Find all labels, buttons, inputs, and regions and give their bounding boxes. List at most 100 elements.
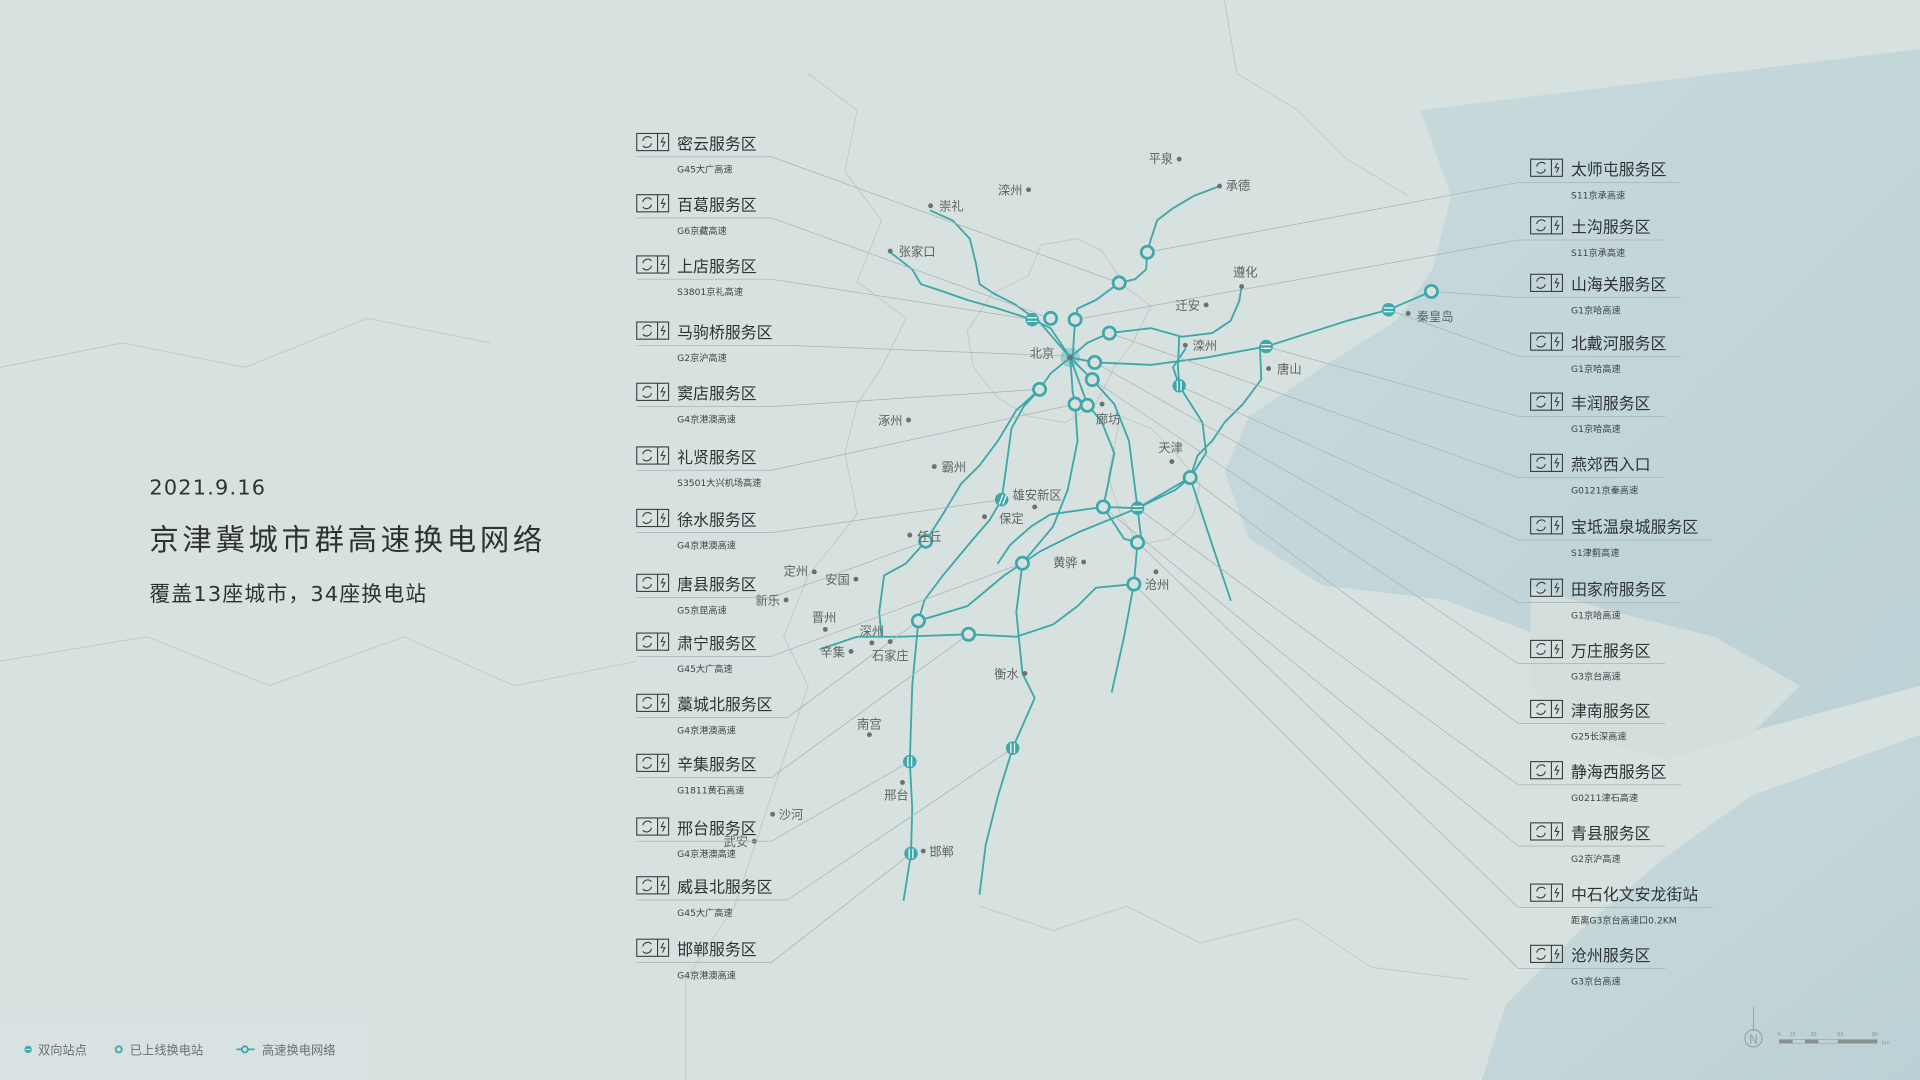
station-marker[interactable] [1084,372,1100,388]
leader-line [771,499,1002,534]
battery-swap-icon [1530,158,1563,177]
city-label: 北京 [1030,347,1054,361]
station-marker[interactable] [1014,555,1030,571]
city-label: 秦皇岛 [1417,309,1454,324]
city-label: 黄骅 [1053,556,1077,570]
city-label: 定州 [784,564,808,579]
station-marker[interactable] [1126,576,1142,592]
station-marker[interactable] [1067,396,1083,412]
battery-swap-icon [1530,392,1563,411]
legend-label: 高速换电网络 [262,1042,335,1057]
map-subtitle: 覆盖13座城市，34座换电站 [149,582,427,606]
city-dot [1239,284,1245,289]
station-road: S3801京礼高速 [677,286,743,298]
battery-swap-icon [1530,453,1563,472]
city-label: 雄安新区 [1013,488,1062,503]
two-way-station-marker[interactable] [903,303,1396,861]
leader-line [1189,477,1519,724]
province-borders [0,0,1470,1080]
station-marker[interactable] [1067,312,1083,328]
battery-swap-icon [1530,944,1563,963]
station-marker[interactable] [910,613,926,629]
station-road: G6京藏高速 [677,225,727,237]
station-name: 徐水服务区 [677,510,757,529]
city-dot [1081,559,1087,565]
map-title: 京津冀城市群高速换电网络 [149,523,546,557]
city-label: 武安 [724,834,748,849]
station-road: 距离G3京台高速口0.2KM [1571,914,1677,926]
station-road: G4京港澳高速 [677,848,736,860]
station-marker[interactable] [1111,275,1127,291]
station-row[interactable]: 邢台服务区 G4京港澳高速 [636,817,772,860]
leader-line [771,761,910,842]
station-marker[interactable] [1182,470,1198,486]
station-road: G0211津石高速 [1571,792,1638,804]
station-marker[interactable] [1139,244,1155,260]
station-marker[interactable] [1101,325,1117,341]
city-dot [982,514,987,520]
station-marker[interactable] [1032,381,1048,397]
city-dot [1405,311,1411,316]
station-name: 邢台服务区 [677,819,757,838]
scale-tick: 0 [1778,1032,1781,1038]
scale-tick: 90 [1872,1032,1878,1038]
station-name: 土沟服务区 [1571,218,1651,237]
station-marker[interactable] [1130,534,1146,550]
city-dot [848,648,854,654]
station-marker[interactable] [1423,283,1439,299]
station-marker[interactable] [1079,397,1095,413]
leader-line [771,853,912,963]
station-name: 礼贤服务区 [677,448,757,467]
battery-swap-icon [636,938,670,957]
battery-swap-icon [636,632,670,651]
station-name: 邯郸服务区 [677,940,757,959]
station-name: 威县北服务区 [677,878,773,897]
station-marker[interactable] [1043,310,1059,326]
station-marker[interactable] [1087,354,1103,370]
scale-bar: N 0 15 30 60 90 km [1744,1006,1890,1048]
station-marker[interactable] [1095,499,1111,515]
leader-line [771,217,1051,319]
station-name: 太师屯服务区 [1571,160,1667,179]
city-label: 霸州 [942,460,966,474]
battery-swap-icon [636,508,670,528]
station-name: 沧州服务区 [1571,946,1651,965]
city-dot [907,532,913,538]
city-dot [1176,156,1182,162]
station-name: 万庄服务区 [1571,641,1651,660]
battery-swap-icon [636,382,670,401]
station-marker[interactable] [961,626,977,642]
city-dot [1169,459,1175,465]
station-road: G45大广高速 [677,663,732,675]
station-road: G1京哈高速 [1571,423,1621,435]
station-marker[interactable] [918,533,934,549]
station-road: G0121京秦高速 [1571,484,1638,496]
